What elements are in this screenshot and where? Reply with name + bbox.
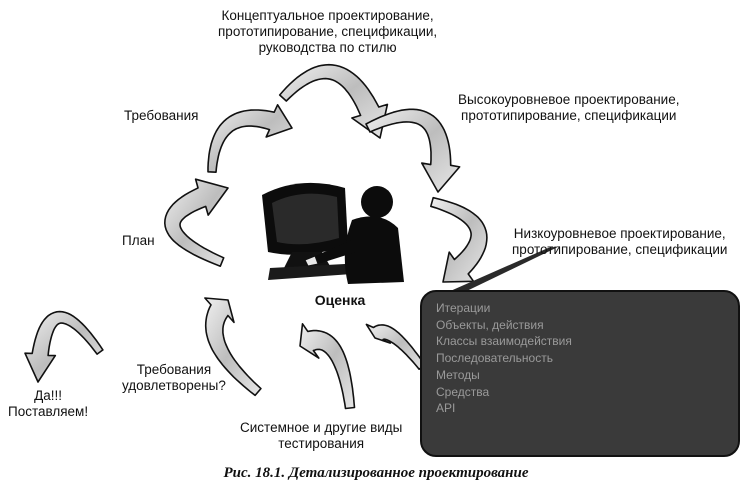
callout-line: Методы [436,367,480,382]
callout-line: Классы взаимодействия [436,334,572,349]
label-ship: Да!!! Поставляем! [8,388,88,420]
label-conceptual-design: Концептуальное проектирование, прототипи… [218,8,437,56]
label-line: Низкоуровневое проектирование, [513,226,726,241]
label-line: прототипирование, спецификации [461,108,677,123]
label-line: Да!!! [34,388,62,403]
label-testing: Системное и другие виды тестирования [240,420,402,452]
label-line: тестирования [278,436,365,451]
callout-pointer [430,246,560,300]
label-evaluation: Оценка [314,292,366,308]
computer-monitor-icon [262,182,352,280]
callout-line: Итерации [436,301,491,315]
callout-line: Последовательность [436,351,553,366]
label-high-level-design: Высокоуровневое проектирование, прототип… [458,92,679,124]
arrow-high-to-low [365,108,461,193]
label-line: прототипирование, спецификации [512,242,728,257]
arrow-testing-up [299,323,356,410]
label-line: Концептуальное проектирование, [221,8,434,23]
label-line: прототипирование, спецификации, [218,24,438,39]
label-requirements-met: Требования удовлетворены? [122,362,226,394]
callout-line: Объекты, действия [436,317,544,332]
arrow-requirements-to-conceptual [207,104,293,173]
label-line: руководства по стилю [258,40,397,55]
label-line: План [122,233,155,248]
label-line: Поставляем! [8,404,89,419]
label-line: Требования [136,362,212,377]
person-icon [304,186,404,284]
arrow-low-to-callout [430,196,488,283]
label-low-level-design: Низкоуровневое проектирование, прототипи… [512,226,727,258]
label-line: Требования [124,108,199,123]
arrow-testing-to-reqmet [204,297,262,397]
label-line: удовлетворены? [122,378,226,393]
details-callout: Итерации Объекты, действия Классы взаимо… [420,290,740,457]
arrow-plan-up [164,178,229,267]
arrow-callout-to-testing [365,323,426,370]
arrow-reqmet-to-ship [24,310,104,383]
label-requirements: Требования [124,108,198,124]
callout-line: Средства [436,384,490,399]
callout-line: API [436,401,456,416]
figure-caption: Рис. 18.1. Детализированное проектирован… [223,465,529,481]
cycle-arrows [24,63,488,410]
label-line: Системное и другие виды [240,420,403,435]
label-plan: План [122,233,155,249]
label-line: Высокоуровневое проектирование, [458,92,680,107]
